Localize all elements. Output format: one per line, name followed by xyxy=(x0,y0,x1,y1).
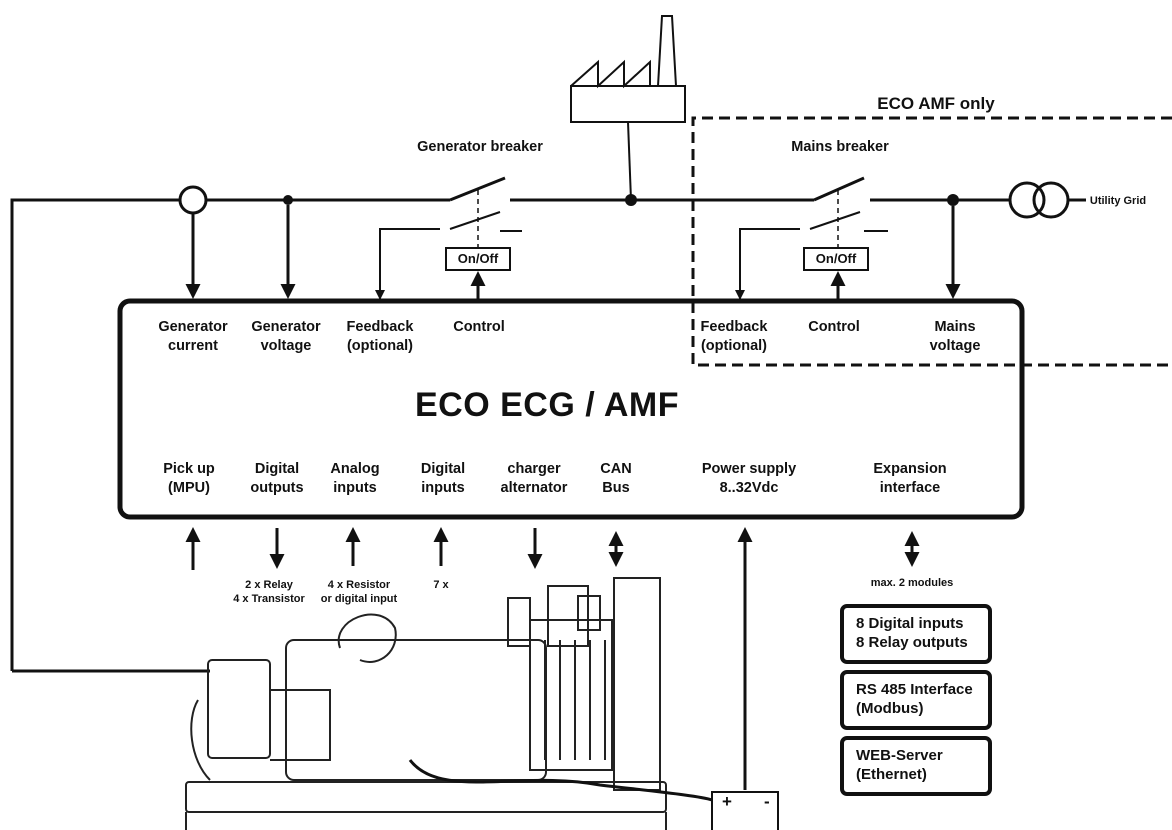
bus-line xyxy=(10,198,1086,673)
module-rs485-label: RS 485 Interface(Modbus) xyxy=(856,681,973,717)
controller-box xyxy=(117,298,1025,520)
factory-icon xyxy=(570,15,686,201)
note-max-modules: max. 2 modules xyxy=(870,577,954,589)
bottom-arrows xyxy=(185,527,920,790)
generator-breaker-icon xyxy=(379,176,522,300)
junction-dot xyxy=(947,194,959,206)
battery-icon xyxy=(711,791,779,830)
battery-plus-label: + xyxy=(722,792,732,811)
controller-title: ECO ECG / AMF xyxy=(414,386,680,424)
note-digital-count: 7 x xyxy=(433,579,449,591)
mains-breaker-icon xyxy=(739,176,888,300)
eco-amf-only-label: ECO AMF only xyxy=(877,94,995,113)
top-arrows xyxy=(185,205,961,300)
generator-breaker-label: Generator breaker xyxy=(417,139,543,155)
generator-on-off-label: On/Off xyxy=(457,251,499,266)
port-mains-feedback: Feedback(optional) xyxy=(700,319,768,354)
battery-minus-label: - xyxy=(764,792,770,811)
port-generator-feedback: Feedback(optional) xyxy=(346,319,414,354)
module-web-server-label: WEB-Server(Ethernet) xyxy=(856,747,943,783)
current-transformer-icon xyxy=(178,185,208,215)
module-digital-relay-box xyxy=(840,604,992,664)
module-boxes xyxy=(840,604,992,796)
mains-on-off-label: On/Off xyxy=(815,251,857,266)
junction-dot xyxy=(625,194,637,206)
port-mains-control: Control xyxy=(808,319,860,335)
amf-only-region xyxy=(691,116,1172,367)
utility-grid-label: Utility Grid xyxy=(1089,195,1147,207)
port-generator-control: Control xyxy=(453,319,505,335)
module-web-server-box xyxy=(840,736,992,796)
mains-breaker-label: Mains breaker xyxy=(791,139,889,155)
junction-dot xyxy=(283,195,293,205)
generator-set-illustration xyxy=(185,577,713,830)
module-rs485-box xyxy=(840,670,992,730)
port-pick-up: Pick up(MPU) xyxy=(163,461,215,496)
transformer-icon xyxy=(1008,181,1080,219)
